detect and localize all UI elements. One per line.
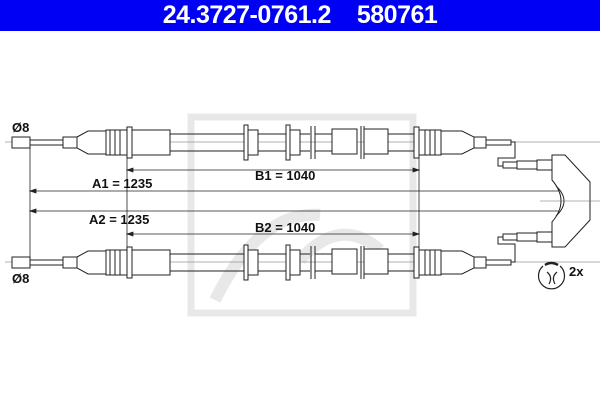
dimension-b1: B1 = 1040: [255, 168, 316, 183]
part-number: 24.3727-0761.2: [162, 1, 332, 29]
diameter-label-top: Ø8: [12, 120, 30, 135]
cable-top: [5, 124, 600, 167]
dimension-lines: [28, 148, 560, 268]
header-bar: 24.3727-0761.2 580761: [0, 0, 600, 31]
mounting-bracket: [502, 154, 600, 248]
dimension-a2: A2 = 1235: [89, 212, 150, 227]
retaining-clip-icon: [537, 261, 566, 290]
dimension-b2: B2 = 1040: [255, 220, 316, 235]
clip-quantity: 2x: [569, 264, 584, 279]
reference-number: 580761: [356, 1, 438, 29]
dimension-a1: A1 = 1235: [92, 176, 153, 191]
diameter-label-bottom: Ø8: [12, 271, 30, 286]
cable-bottom: [5, 236, 600, 281]
